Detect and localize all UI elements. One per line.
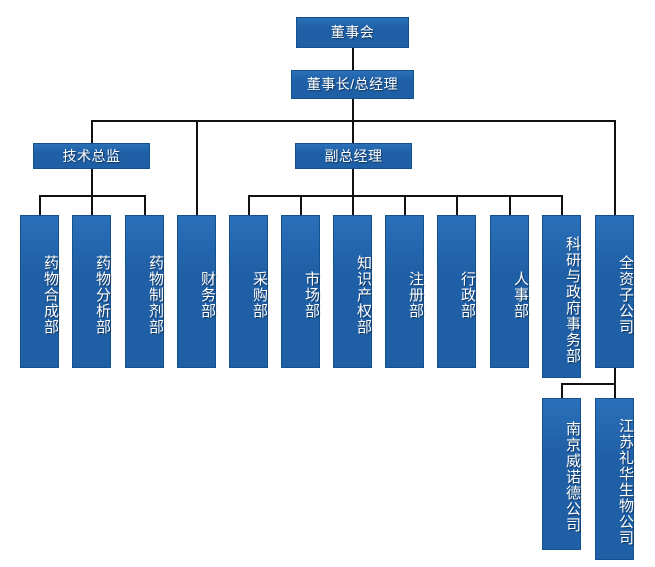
node-label: 财务部 [199,270,216,319]
node-finance-department[interactable]: 财务部 [177,215,216,368]
connector-techbus-to-analysis [91,195,93,215]
node-nanjing-weinuode-company[interactable]: 南京威诺德公司 [542,398,581,550]
node-label: 江苏礼华生物公司 [617,418,634,546]
node-label: 市场部 [303,270,320,319]
connector-bus-to-subsidiaries [614,120,616,215]
connector-bus-to-tech-director [91,120,93,143]
node-technical-director[interactable]: 技术总监 [33,143,150,169]
connector-deputybus-to-marketing [300,195,302,215]
node-marketing-department[interactable]: 市场部 [281,215,320,368]
connector-subbus-to-nanjing [561,383,563,398]
connector-techbus-to-formulation [144,195,146,215]
node-label: 知识产权部 [355,254,372,335]
node-label: 人事部 [512,270,529,319]
connector-tech-director-down [91,169,93,196]
node-label: 药物分析部 [94,254,111,335]
connector-bus-to-deputy-gm [352,120,354,143]
node-label: 药物制剂部 [147,254,164,335]
connector-deputybus-to-ip [352,195,354,215]
connector-deputy-gm-down [352,169,354,196]
node-label: 副总经理 [324,147,383,164]
node-administration-department[interactable]: 行政部 [437,215,476,368]
node-purchasing-department[interactable]: 采购部 [229,215,268,368]
node-drug-synthesis-department[interactable]: 药物合成部 [20,215,59,368]
node-research-and-government-affairs-department[interactable]: 科研与政府事务部 [542,215,581,378]
node-drug-analysis-department[interactable]: 药物分析部 [72,215,111,368]
connector-subbus-to-jiangsu [614,383,616,398]
node-label: 行政部 [459,270,476,319]
node-label: 药物合成部 [42,254,59,335]
connector-board-to-chairman [352,48,354,71]
node-wholly-owned-subsidiaries[interactable]: 全资子公司 [595,215,634,368]
connector-deputybus-to-registration [404,195,406,215]
node-intellectual-property-department[interactable]: 知识产权部 [333,215,372,368]
node-label: 科研与政府事务部 [564,235,581,364]
node-deputy-general-manager[interactable]: 副总经理 [295,143,412,169]
connector-subsidiaries-bus [561,383,615,385]
node-label: 全资子公司 [617,254,634,335]
node-human-resources-department[interactable]: 人事部 [490,215,529,368]
connector-bus-to-finance [196,120,198,215]
node-label: 南京威诺德公司 [564,421,581,533]
node-jiangsu-lihua-biological-company[interactable]: 江苏礼华生物公司 [595,398,634,560]
node-chairman-general-manager[interactable]: 董事长/总经理 [291,70,414,99]
connector-deputybus-to-administration [456,195,458,215]
node-label: 注册部 [407,270,424,319]
connector-techbus-to-synthesis [39,195,41,215]
node-label: 技术总监 [62,147,121,164]
node-label: 采购部 [251,270,268,319]
connector-deputybus-to-hr [509,195,511,215]
connector-chairman-down [352,99,354,121]
connector-deputybus-to-purchasing [248,195,250,215]
node-label: 董事会 [330,24,375,41]
node-label: 董事长/总经理 [306,76,399,93]
connector-deputybus-to-research-gov [561,195,563,215]
node-board-of-directors[interactable]: 董事会 [296,17,409,48]
node-registration-department[interactable]: 注册部 [385,215,424,368]
node-drug-formulation-department[interactable]: 药物制剂部 [125,215,164,368]
connector-subsidiaries-down [614,368,616,384]
